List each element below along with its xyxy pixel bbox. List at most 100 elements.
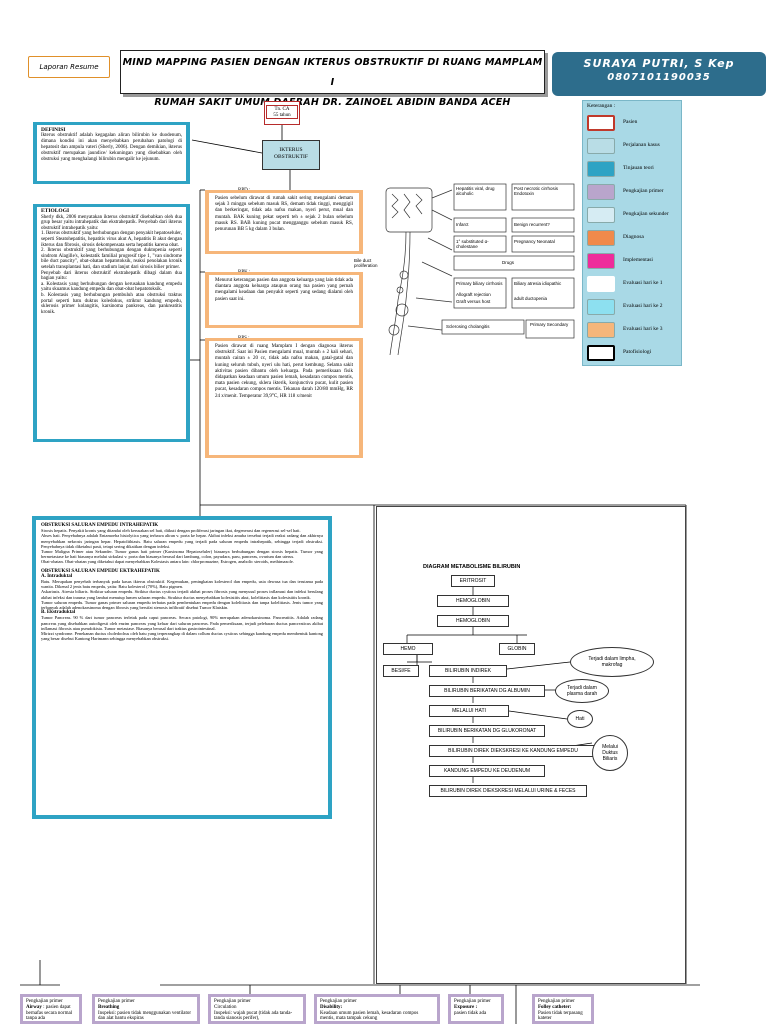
duodenum-node: KANDUNG EMPEDU KE DEUDENUM — [429, 765, 545, 777]
primary-text: : pasien dapat bernafas secara normal ta… — [26, 1004, 73, 1021]
legend-label: Pengkajian primer — [623, 188, 664, 194]
primary-heading: Pengkajian primer — [214, 999, 251, 1004]
etiologi-intro: Sherly dkk, 2006 menyatakan ikterus obst… — [41, 214, 182, 231]
oval-hati: Hati — [567, 710, 593, 728]
rps-box: Pasien dirawat di ruang Mamplam I dengan… — [205, 338, 363, 458]
obstruksi-para: Tumor Pancreas. 90 % dari tumor pancreas… — [41, 615, 323, 631]
liver-label: Primary biliary cirrhosis — [456, 281, 503, 286]
legend-item: Patofisiologi — [587, 343, 681, 367]
obstruksi-para: Abses hati. Penyebabnya adalah Entamoeba… — [41, 533, 323, 549]
obstruksi-para: Tumor saluran empedu. Tumor ganas primer… — [41, 599, 323, 611]
primary-text: Pasien tidak terpasang kateter — [538, 1010, 583, 1021]
legend-label: Implementasi — [623, 257, 653, 263]
primary-heading: Pengkajian primer — [26, 999, 63, 1004]
legend-item: Evaluasi hari ke 2 — [587, 297, 681, 321]
legend-swatch — [587, 276, 615, 292]
urine-node: BILIRUBIN DIREK DIEKSKRESI MELALUI URINE… — [429, 785, 587, 797]
oval-plasma: Terjadi dalam plasma darah — [555, 679, 609, 703]
legend-swatch — [587, 345, 615, 361]
legend-item: Pengkajian sekunder — [587, 205, 681, 229]
page-title: MIND MAPPING PASIEN DENGAN IKTERUS OBSTR… — [120, 50, 545, 108]
legend-swatch — [587, 207, 615, 223]
definisi-box: DEFINISI Ikterus obstruktif adalah kegag… — [33, 122, 190, 184]
legend-swatch — [587, 299, 615, 315]
liver-label: Sclerosing cholangitis — [446, 324, 490, 329]
legend-label: Evaluasi hari ke 1 — [623, 280, 663, 286]
obstruksi-subheading: B. Ekstraduktal — [41, 610, 76, 616]
primary-label: Airway — [26, 1004, 42, 1010]
hemo-node: HEMO — [383, 643, 433, 655]
author-nim: 0807101190035 — [607, 72, 711, 83]
glukoronat-node: BILIRUBIN BERIKATAN DG GLUKORONAT — [429, 725, 545, 737]
albumin-node: BILIRUBIN BERIKATAN DG ALBUMIN — [429, 685, 545, 697]
legend-heading: Keterangan : — [587, 103, 616, 109]
obstruksi-heading-1: OBSTRUKSI SALURAN EMPEDU INTRAHEPATIK — [41, 523, 159, 528]
bilirubin-diagram: DIAGRAM METABOLISME BILIRUBIN ERITROSIT … — [376, 506, 686, 984]
legend-item: Tinjauan teori — [587, 159, 681, 183]
rpk-text: Menurut keterangan pasien dan anggota ke… — [209, 275, 359, 325]
obstruksi-para: Askariasis. Atresia biliaris. Striktur s… — [41, 589, 323, 600]
legend-item: Pasien — [587, 113, 681, 137]
legend-item: Diagnosa — [587, 228, 681, 252]
obstruksi-para: Sirosis hepatis. Penyakit kronis yang di… — [41, 528, 301, 534]
direk-kandung-node: BILIRUBIN DIREK DIEKSKRESI KE KANDUNG EM… — [429, 745, 597, 757]
oval-duktus: Melalui Duktus Biliaris — [592, 735, 628, 771]
legend-item: Perjalanan kasus — [587, 136, 681, 160]
liver-label: Allograft rejection — [456, 292, 491, 297]
title-line-1: MIND MAPPING PASIEN DENGAN IKTERUS OBSTR… — [122, 57, 543, 88]
legend-swatch — [587, 161, 615, 177]
legend-label: Evaluasi hari ke 2 — [623, 303, 663, 309]
obstruksi-subheading: A. Intraduktal — [41, 573, 73, 579]
oval-limfa: Terjadi dalam limpha, makrofag — [570, 647, 654, 677]
liver-label: Pregnancy Neonatal — [514, 239, 555, 244]
legend-swatch — [587, 230, 615, 246]
liver-label: Biliary atresia idiopathic — [514, 281, 562, 286]
liver-label: Drugs — [502, 260, 515, 265]
liver-label: 1° substituted α-cholestane — [456, 239, 489, 249]
hemoglobin-node: HEMOGLOBIN — [437, 595, 509, 607]
primary-label: Circulation — [214, 1004, 237, 1010]
legend-label: Patofisiologi — [623, 349, 652, 355]
legend-swatch — [587, 115, 615, 131]
title-line-2: RUMAH SAKIT UMUM DAERAH DR. ZAINOEL ABID… — [154, 97, 511, 108]
liver-label: Infarct — [456, 222, 469, 227]
legend-label: Evaluasi hari ke 3 — [623, 326, 663, 332]
liver-label: Hepatitis viral, drug alcoholic — [456, 186, 495, 196]
report-tag: Laporan Resume — [28, 56, 110, 78]
etiologi-point: 1. Ikterus obstruktif yang berhubungan d… — [41, 231, 183, 248]
legend-label: Tinjauan teori — [623, 165, 654, 171]
author-card: SURAYA PUTRI, S Kep 0807101190035 — [552, 52, 766, 96]
liver-label: Graft versus host — [456, 299, 491, 304]
etiologi-point: Penyebab dari ikterus obstruktif ekstrah… — [41, 270, 182, 282]
primary-label: Breathing — [98, 1004, 120, 1010]
legend-swatch — [587, 138, 615, 154]
eritrosit-node: ERITROSIT — [451, 575, 495, 587]
legend-item: Evaluasi hari ke 3 — [587, 320, 681, 344]
legend-item: Evaluasi hari ke 1 — [587, 274, 681, 298]
etiologi-point: b. Kolestasis yang berhubungan pembuluh … — [41, 292, 182, 315]
ikterus-line-1: IKTERUS — [279, 147, 303, 153]
obstruksi-box: OBSTRUKSI SALURAN EMPEDU INTRAHEPATIK Si… — [32, 516, 332, 819]
legend-swatch — [587, 184, 615, 200]
primary-label: Disability: — [320, 1004, 343, 1010]
globin-node: GLOBIN — [499, 643, 535, 655]
primary-text: Inspeksi: wajah pucat (tidak ada tanda-t… — [214, 1010, 293, 1021]
primary-label: Folley catheter: — [538, 1004, 572, 1010]
obstruksi-heading-2: OBSTRUKSI SALURAN EMPEDU EKTRAHEPATIK — [41, 568, 160, 574]
legend-label: Pasien — [623, 119, 638, 125]
etiologi-point: 2. Ikterus obstruktif yang berhubungan d… — [41, 248, 182, 270]
liver-label: adult ductopenia — [514, 296, 548, 301]
obstruksi-para: Obat-obatan. Obat-obatan yang diketahui … — [41, 559, 294, 565]
legend-swatch — [587, 253, 615, 269]
liver-label: Post necrotic cirrhosis Endotoxin — [514, 186, 559, 196]
etiologi-box: ETIOLOGI Sherly dkk, 2006 menyatakan ikt… — [33, 204, 190, 442]
legend-label: Perjalanan kasus — [623, 142, 660, 148]
liver-label: Benign recurrent? — [514, 222, 550, 227]
obstruksi-para: Batu. Merupakan penyebab terbanyak pada … — [41, 579, 323, 590]
